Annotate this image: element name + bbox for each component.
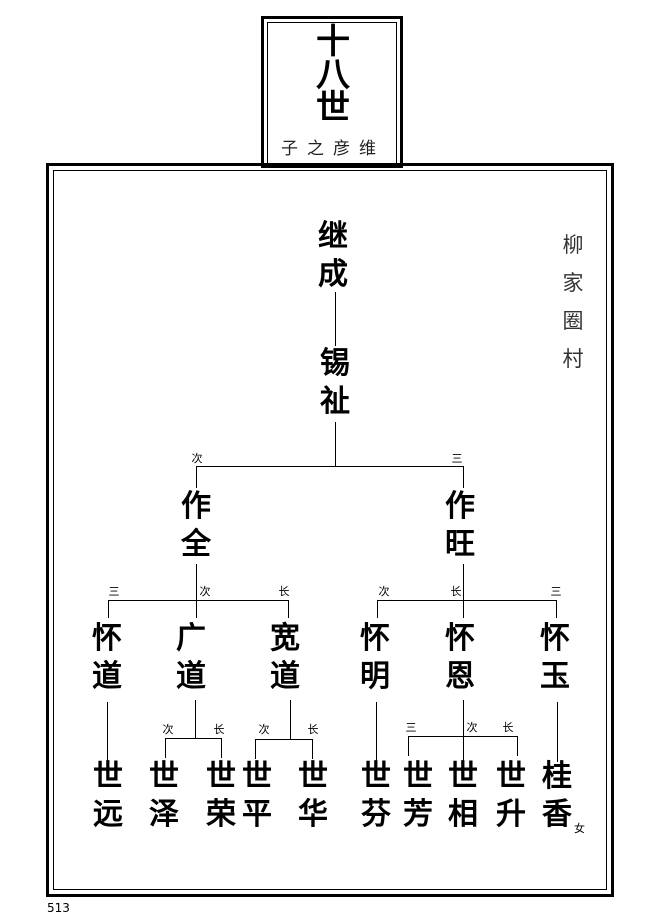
- connector: [196, 600, 197, 618]
- connector: [108, 600, 109, 618]
- generation-header-box: [261, 16, 403, 168]
- connector: [408, 736, 518, 737]
- place-name: 柳家圈村: [562, 233, 584, 371]
- person-xizhi: 锡祉: [320, 346, 350, 419]
- connector: [221, 738, 222, 758]
- person-guangdao: 广道: [176, 621, 206, 694]
- connector: [463, 564, 464, 600]
- person-kuandao: 宽道: [270, 621, 300, 694]
- connector: [408, 736, 409, 756]
- birth-order-label: 长: [502, 721, 514, 734]
- page-number: 513: [47, 901, 70, 915]
- person-zuowang: 作旺: [445, 489, 475, 562]
- connector: [107, 702, 108, 762]
- person-huaien: 怀恩: [445, 621, 475, 694]
- connector: [196, 564, 197, 600]
- person-shifang: 世芳: [403, 759, 433, 832]
- generation-title: 十 八 世: [316, 22, 350, 128]
- birth-order-label: 次: [191, 452, 203, 465]
- birth-order-label: 次: [258, 723, 270, 736]
- connector: [335, 422, 336, 466]
- person-huaidao: 怀道: [92, 621, 122, 694]
- connector: [335, 292, 336, 346]
- connector: [196, 466, 464, 467]
- connector: [165, 738, 166, 758]
- birth-order-label: 次: [162, 723, 174, 736]
- person-huaiming: 怀明: [360, 621, 390, 694]
- person-shiyuan: 世远: [93, 759, 123, 832]
- birth-order-label: 次: [199, 585, 211, 598]
- person-shifen: 世芬: [361, 759, 391, 832]
- person-huaiyu: 怀玉: [540, 621, 570, 694]
- birth-order-label: 次: [466, 721, 478, 734]
- connector: [196, 466, 197, 488]
- birth-order-label: 三: [108, 585, 120, 598]
- connector: [556, 600, 557, 618]
- connector: [255, 739, 313, 740]
- generation-subtitle: 子之彦维: [281, 139, 385, 159]
- person-shixiang: 世相: [448, 759, 478, 832]
- connector: [376, 702, 377, 762]
- birth-order-label: 三: [550, 585, 562, 598]
- connector: [377, 600, 557, 601]
- person-shihua: 世华: [298, 759, 328, 832]
- person-shize: 世泽: [149, 759, 179, 832]
- connector: [195, 700, 196, 738]
- birth-order-label: 长: [307, 723, 319, 736]
- person-shirong: 世荣: [206, 759, 236, 832]
- connector: [165, 738, 222, 739]
- birth-order-label: 长: [213, 723, 225, 736]
- birth-order-label: 三: [405, 721, 417, 734]
- female-mark: 女: [574, 822, 585, 835]
- connector: [255, 739, 256, 759]
- person-guixiang: 桂香: [542, 759, 572, 832]
- birth-order-label: 三: [451, 452, 463, 465]
- birth-order-label: 次: [378, 585, 390, 598]
- connector: [557, 702, 558, 762]
- birth-order-label: 长: [450, 585, 462, 598]
- connector: [312, 739, 313, 759]
- connector: [463, 466, 464, 488]
- person-shisheng: 世升: [496, 759, 526, 832]
- connector: [517, 736, 518, 756]
- person-jicheng: 继成: [318, 219, 348, 292]
- connector: [463, 700, 464, 762]
- tree-frame: [46, 163, 614, 897]
- connector: [288, 600, 289, 618]
- person-shiping: 世平: [242, 759, 272, 832]
- connector: [377, 600, 378, 618]
- birth-order-label: 长: [278, 585, 290, 598]
- person-zuoquan: 作全: [181, 489, 211, 562]
- connector: [463, 600, 464, 618]
- connector: [290, 700, 291, 739]
- connector: [108, 600, 289, 601]
